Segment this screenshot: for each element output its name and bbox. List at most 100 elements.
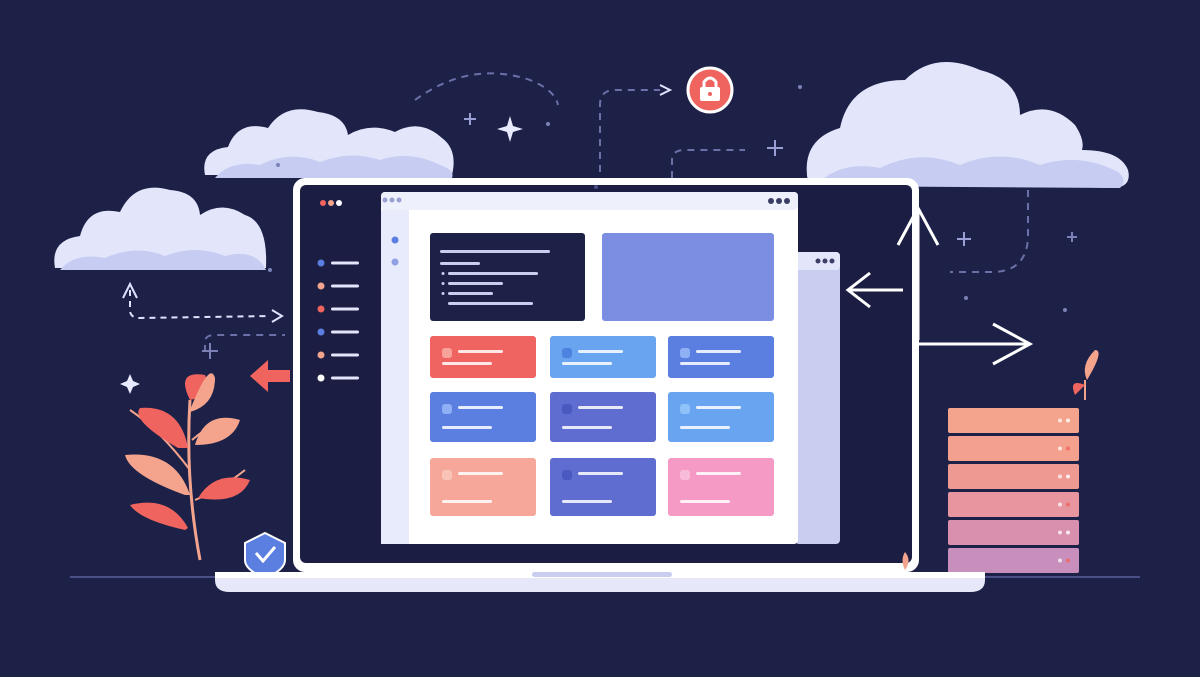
card-text-line — [696, 406, 741, 409]
server-led — [1058, 502, 1062, 507]
card-text-line — [442, 362, 492, 365]
server-unit — [948, 408, 1079, 433]
browser-window-controls[interactable] — [768, 198, 790, 204]
dashboard-card[interactable] — [550, 336, 656, 378]
dashboard-card[interactable] — [550, 458, 656, 516]
sidebar-item-label-line — [331, 307, 359, 311]
dashboard-card[interactable] — [430, 392, 536, 442]
server-unit-body — [948, 520, 1079, 545]
card-icon — [680, 348, 690, 358]
code-panel — [430, 233, 585, 321]
sidebar-item-icon — [317, 282, 325, 290]
rail-dot[interactable] — [391, 236, 399, 244]
window-control-dot[interactable] — [768, 198, 774, 204]
dashboard-card[interactable] — [430, 336, 536, 378]
laptop-trackpad-notch[interactable] — [532, 572, 672, 577]
card-icon — [442, 470, 452, 480]
window-control-dot[interactable] — [776, 198, 782, 204]
sidebar-item[interactable] — [317, 351, 360, 359]
laptop — [215, 178, 985, 592]
server-led — [1066, 418, 1070, 423]
window-dot[interactable] — [320, 200, 326, 206]
card-text-line — [680, 500, 730, 503]
window-dot — [829, 258, 835, 264]
card-text-line — [578, 406, 623, 409]
sidebar-item[interactable] — [317, 305, 360, 313]
card-background — [430, 392, 536, 442]
card-icon — [680, 404, 690, 414]
card-text-line — [458, 472, 503, 475]
card-background — [668, 458, 774, 516]
card-text-line — [562, 500, 612, 503]
sidebar-item-icon — [317, 328, 325, 336]
shield-check-icon — [244, 531, 286, 580]
server-led — [1066, 502, 1070, 507]
card-icon — [562, 348, 572, 358]
card-text-line — [458, 350, 503, 353]
sidebar-item-icon — [317, 259, 325, 267]
dashboard-card[interactable] — [668, 336, 774, 378]
card-text-line — [578, 472, 623, 475]
card-background — [668, 392, 774, 442]
rail-dot[interactable] — [391, 258, 399, 266]
card-icon — [680, 470, 690, 480]
arrow-icon — [845, 271, 903, 309]
card-background — [550, 458, 656, 516]
server-led — [1066, 446, 1070, 451]
laptop-camera — [594, 185, 598, 189]
server-stack — [948, 408, 1079, 573]
arrow-icon — [250, 360, 290, 392]
dashboard-card[interactable] — [430, 458, 536, 516]
sidebar-menu — [317, 259, 360, 382]
arrow-icon — [659, 84, 673, 96]
image-panel — [602, 233, 774, 321]
arrow-icon — [918, 322, 1034, 366]
sparkle-dots — [268, 85, 1067, 312]
background-window — [795, 252, 840, 544]
sidebar-item-label-line — [331, 261, 359, 265]
lock-icon — [686, 66, 734, 114]
server-unit-body — [948, 408, 1079, 433]
dashboard-cards — [430, 336, 774, 516]
card-icon — [562, 404, 572, 414]
card-text-line — [562, 362, 612, 365]
sidebar-item[interactable] — [317, 328, 360, 336]
server-unit — [948, 520, 1079, 545]
server-unit — [948, 464, 1079, 489]
window-dot[interactable] — [336, 200, 342, 206]
sparkle-icon — [497, 116, 523, 142]
browser-left-rail — [381, 210, 409, 544]
arrow-icon — [122, 281, 138, 299]
server-led — [1058, 558, 1062, 563]
card-text-line — [680, 426, 730, 429]
sidebar-item[interactable] — [317, 259, 360, 267]
sidebar-item[interactable] — [317, 282, 360, 290]
server-led — [1058, 530, 1062, 535]
sparkle-icon — [202, 343, 218, 359]
dashed-connectors — [204, 72, 1029, 352]
arrow-icon — [896, 204, 940, 340]
server-led — [1066, 558, 1070, 563]
window-dot — [382, 197, 388, 203]
sidebar-item[interactable] — [317, 374, 360, 382]
window-control-dot[interactable] — [784, 198, 790, 204]
window-dot[interactable] — [328, 200, 334, 206]
dashboard-card[interactable] — [668, 392, 774, 442]
sparkle-icon — [957, 232, 971, 246]
card-background — [430, 458, 536, 516]
server-unit-body — [948, 464, 1079, 489]
server-unit-body — [948, 548, 1079, 573]
dashboard-card[interactable] — [550, 392, 656, 442]
server-unit-body — [948, 492, 1079, 517]
sidebar-item-label-line — [331, 330, 359, 334]
sidebar-item-icon — [317, 374, 325, 382]
sidebar-item-icon — [317, 305, 325, 313]
card-text-line — [680, 362, 730, 365]
dashboard-card[interactable] — [668, 458, 774, 516]
cloud-icon — [204, 109, 454, 178]
card-text-line — [458, 406, 503, 409]
browser-titlebar — [381, 192, 798, 210]
leaf-plant-icon — [1072, 350, 1099, 400]
arrow-icon — [271, 309, 284, 323]
